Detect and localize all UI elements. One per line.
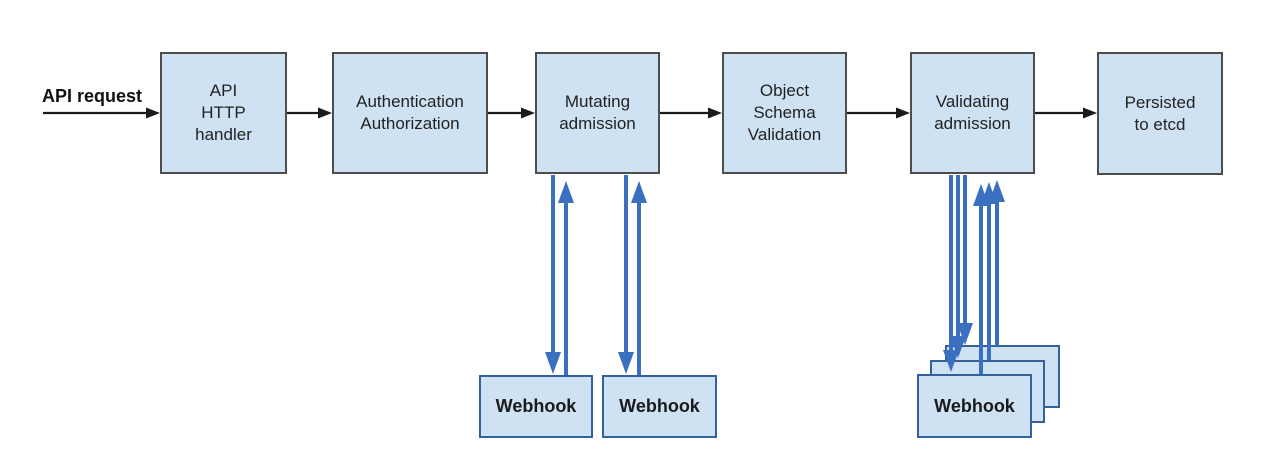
arrow-mutating-webhook1-down: [545, 175, 561, 374]
arrow-mutating-webhook2-up: [631, 181, 647, 375]
arrow-validating-webhooks-down-1: [943, 175, 959, 372]
node-mutating-webhook-1: Webhook: [479, 375, 593, 438]
node-label: Webhook: [934, 395, 1015, 416]
node-validating-webhook-front: Webhook: [917, 374, 1032, 438]
node-authentication-authorization: Authentication Authorization: [332, 52, 488, 174]
node-api-http-handler: API HTTP handler: [160, 52, 287, 174]
node-label: Mutating admission: [559, 92, 636, 133]
arrow-auth-to-mutating: [488, 107, 535, 119]
arrow-schema-to-validating: [847, 107, 910, 119]
node-label: Validating admission: [934, 92, 1011, 133]
node-label: Object Schema Validation: [747, 81, 822, 144]
node-label: Webhook: [495, 396, 577, 416]
arrow-validating-webhooks-up-3: [989, 180, 1005, 346]
arrow-validating-webhooks-down-3: [957, 175, 973, 345]
arrow-api-request: [43, 107, 160, 119]
node-label: API HTTP handler: [195, 81, 252, 144]
node-label: Persisted to etcd: [1124, 92, 1196, 134]
arrow-validating-webhooks-up-2: [981, 182, 997, 360]
node-mutating-admission: Mutating admission: [535, 52, 660, 174]
arrow-mutating-webhook1-up: [558, 181, 574, 375]
arrow-mutating-to-schema: [660, 107, 722, 119]
node-mutating-webhook-2: Webhook: [602, 375, 717, 438]
node-validating-admission: Validating admission: [910, 52, 1035, 174]
arrow-mutating-webhook2-down: [618, 175, 634, 374]
node-object-schema-validation: Object Schema Validation: [722, 52, 847, 174]
arrow-handler-to-auth: [287, 107, 332, 119]
arrow-validating-to-etcd: [1035, 107, 1097, 119]
node-persisted-to-etcd: Persisted to etcd: [1097, 52, 1223, 175]
node-label: Authentication Authorization: [356, 92, 464, 133]
node-label: Webhook: [619, 396, 700, 416]
arrow-validating-webhooks-down-2: [950, 175, 966, 358]
api-request-label: API request: [42, 86, 143, 106]
